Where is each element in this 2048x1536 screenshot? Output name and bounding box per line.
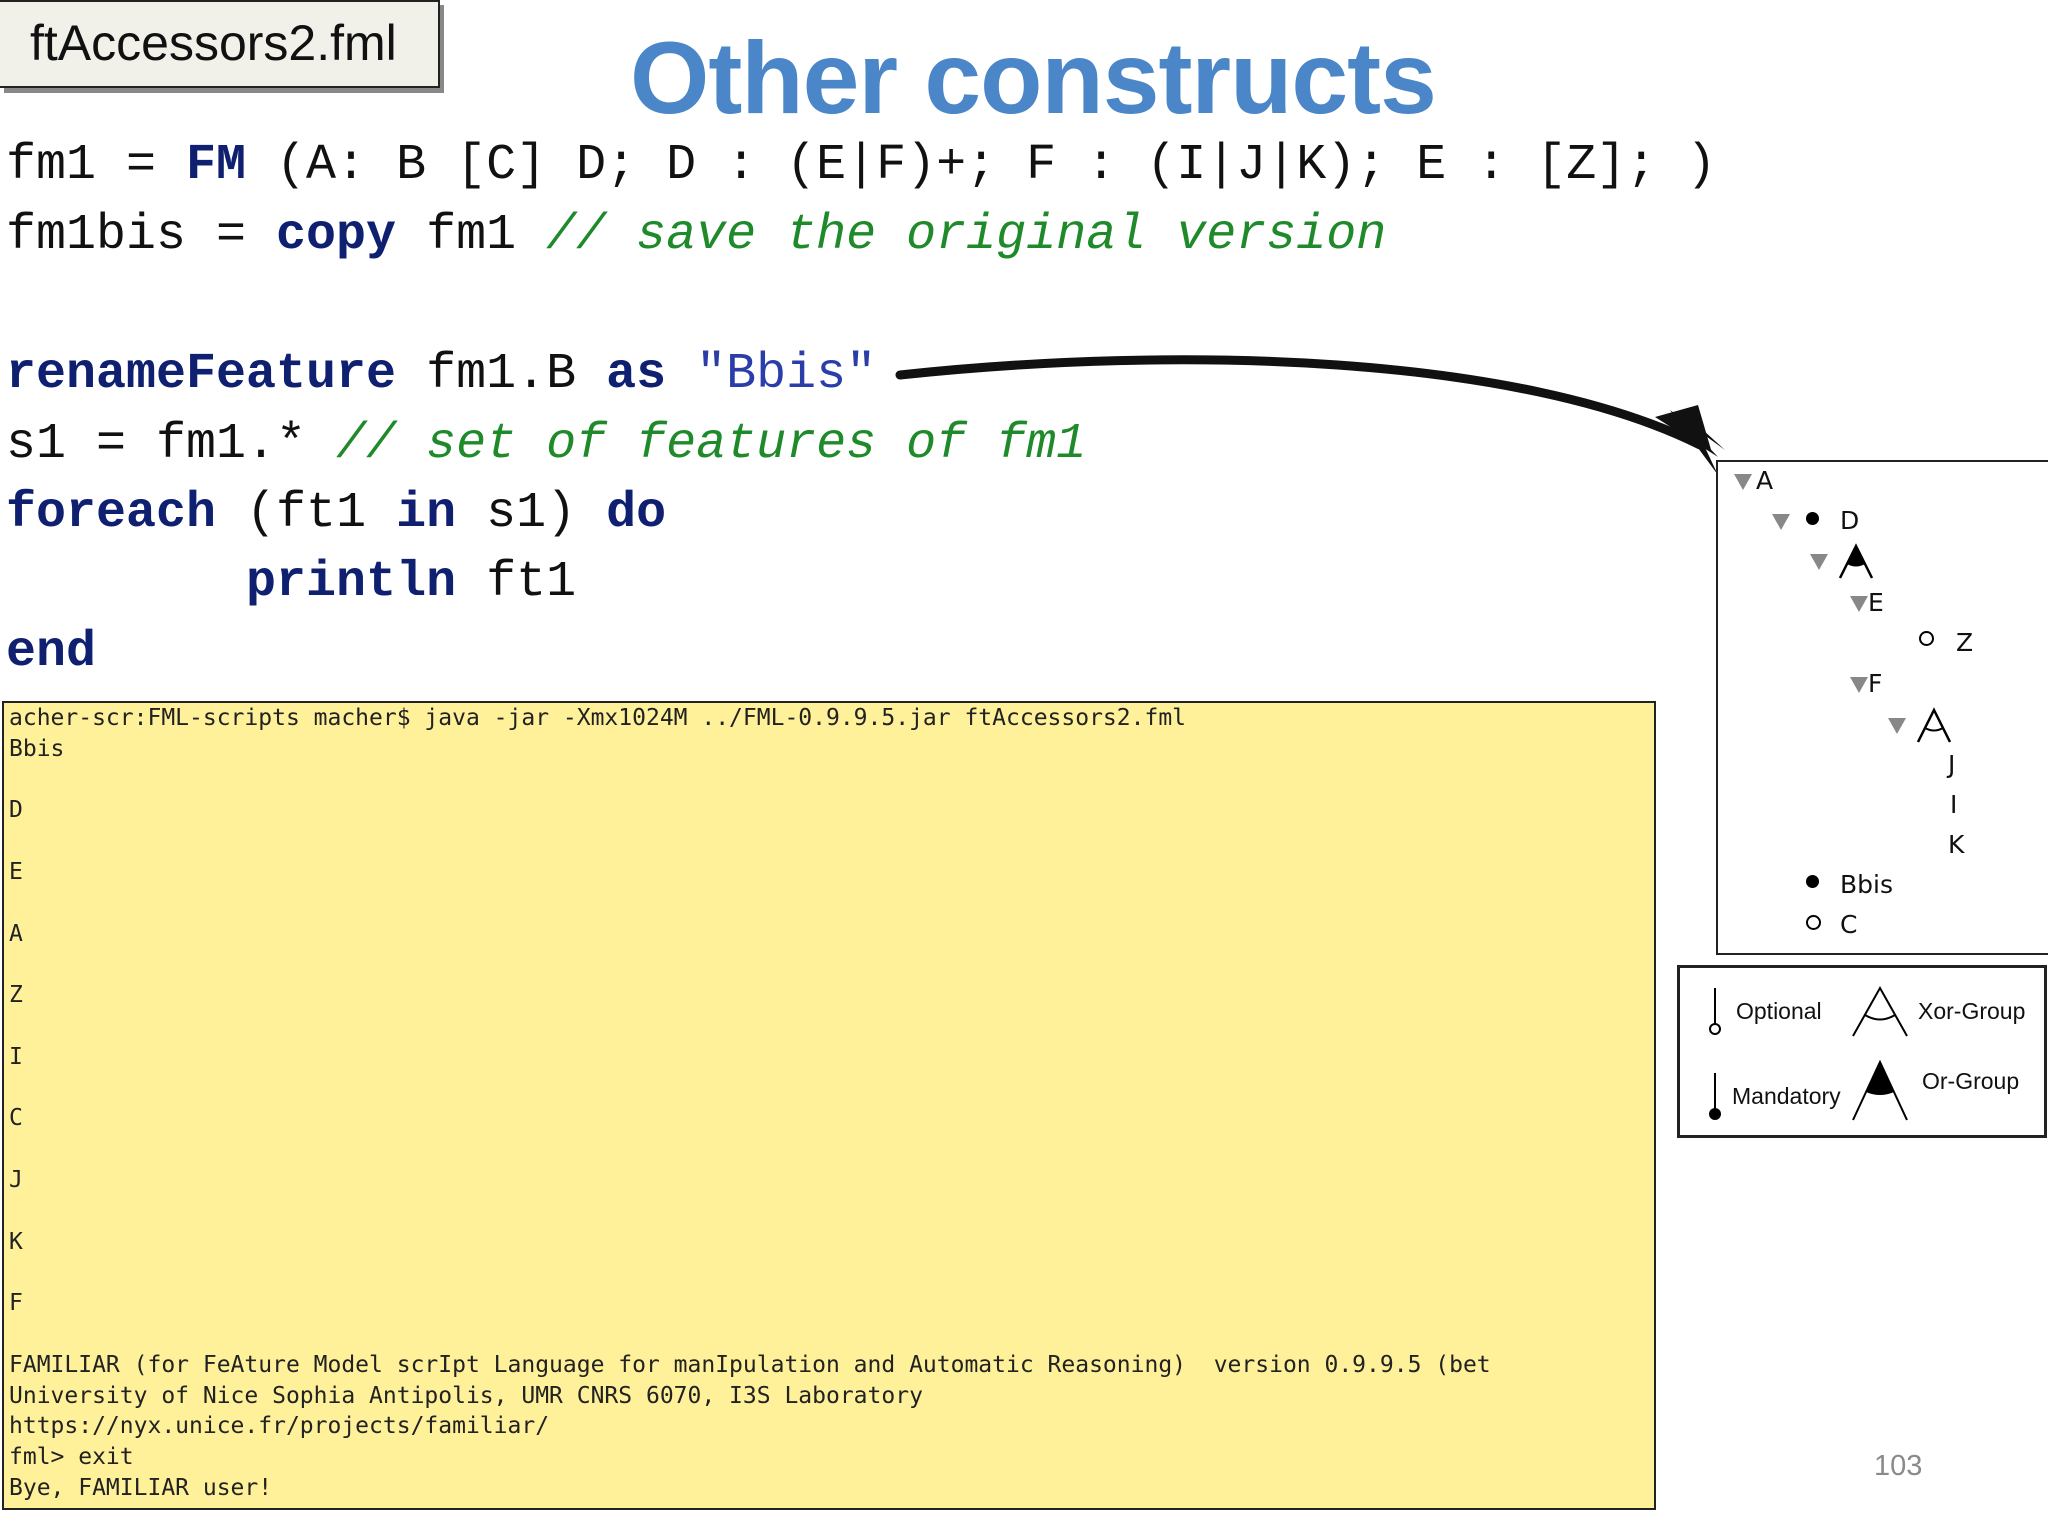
terminal-line: Bye, FAMILIAR user!	[9, 1475, 273, 1501]
code-keyword: as	[606, 346, 667, 403]
code-text: s1 = fm1.*	[6, 416, 337, 473]
code-keyword: println	[246, 554, 457, 611]
code-keyword: in	[396, 485, 457, 542]
code-text: s1)	[456, 485, 607, 542]
slide-title: Other constructs	[630, 21, 1437, 135]
code-keyword: FM	[186, 137, 247, 194]
optional-icon	[1919, 631, 1934, 646]
code-text: (ft1	[216, 485, 397, 542]
code-keyword: renameFeature	[6, 346, 397, 403]
code-text	[666, 346, 696, 403]
tree-node-a[interactable]: A	[1756, 466, 1774, 495]
or-group-legend-icon	[1852, 1059, 1908, 1121]
terminal-line: C	[9, 1105, 23, 1132]
tree-node-d[interactable]: D	[1840, 506, 1860, 535]
expand-triangle-icon[interactable]	[1888, 718, 1906, 734]
tree-node-i[interactable]: I	[1950, 790, 1958, 819]
code-line-5: foreach (ft1 in s1) do	[6, 484, 666, 544]
or-group-icon	[1838, 543, 1874, 579]
code-line-4: s1 = fm1.* // set of features of fm1	[6, 415, 1086, 475]
expand-triangle-icon[interactable]	[1810, 554, 1828, 570]
code-text: fm1.B	[396, 346, 607, 403]
code-line-2: fm1bis = copy fm1 // save the original v…	[6, 206, 1386, 266]
code-keyword: copy	[276, 207, 397, 264]
tree-node-k[interactable]: K	[1948, 830, 1965, 859]
legend-or-group-label: Or-Group	[1922, 1068, 2020, 1094]
code-comment: // save the original version	[546, 207, 1387, 264]
code-text: ft1	[456, 554, 577, 611]
tree-node-c[interactable]: C	[1840, 910, 1858, 939]
expand-triangle-icon[interactable]	[1850, 677, 1868, 693]
terminal-line: University of Nice Sophia Antipolis, UMR…	[9, 1382, 923, 1409]
terminal-output: acher-scr:FML-scripts macher$ java -jar …	[2, 701, 1656, 1510]
code-line-7: end	[6, 623, 96, 683]
terminal-line: K	[9, 1228, 23, 1255]
code-keyword: do	[606, 485, 667, 542]
legend-xor-group-label: Xor-Group	[1918, 998, 2026, 1024]
code-line-3: renameFeature fm1.B as "Bbis"	[6, 345, 876, 405]
terminal-line: Z	[9, 982, 23, 1009]
tree-node-bbis[interactable]: Bbis	[1840, 870, 1893, 899]
terminal-line: I	[9, 1043, 23, 1070]
code-keyword: foreach	[6, 485, 217, 542]
terminal-line: A	[9, 920, 23, 947]
legend-mandatory-label: Mandatory	[1732, 1083, 1841, 1109]
expand-triangle-icon[interactable]	[1734, 474, 1752, 490]
code-line-6: println ft1	[6, 553, 576, 613]
tree-node-f[interactable]: F	[1868, 669, 1883, 698]
terminal-line: https://nyx.unice.fr/projects/familiar/	[9, 1413, 550, 1440]
mandatory-icon	[1806, 875, 1819, 888]
tree-node-e[interactable]: E	[1868, 588, 1884, 617]
mandatory-legend-icon	[1709, 1073, 1721, 1120]
code-text: fm1bis =	[6, 207, 277, 264]
code-keyword: end	[6, 624, 97, 681]
code-text: fm1	[396, 207, 547, 264]
file-name-label: ftAccessors2.fml	[30, 15, 397, 71]
legend-box: Optional Xor-Group Mandatory Or-Group	[1677, 965, 2047, 1138]
file-name-tab: ftAccessors2.fml	[0, 0, 440, 88]
arrow-icon	[895, 355, 1725, 475]
optional-legend-icon	[1709, 988, 1721, 1035]
terminal-line: Bbis	[9, 735, 65, 762]
tree-node-j[interactable]: J	[1948, 750, 1956, 779]
legend-optional-label: Optional	[1736, 998, 1822, 1024]
code-line-1: fm1 = FM (A: B [C] D; D : (E|F)+; F : (I…	[6, 136, 1716, 196]
terminal-line: J	[9, 1167, 23, 1193]
code-string: "Bbis"	[696, 346, 877, 403]
xor-group-legend-icon	[1852, 985, 1908, 1037]
page-number: 103	[1874, 1450, 1923, 1482]
mandatory-icon	[1806, 512, 1819, 525]
code-indent	[6, 554, 246, 611]
optional-icon	[1806, 915, 1821, 930]
expand-triangle-icon[interactable]	[1850, 596, 1868, 612]
code-text: fm1 =	[6, 137, 187, 194]
terminal-line: D	[9, 797, 23, 824]
terminal-line: F	[9, 1290, 23, 1317]
expand-triangle-icon[interactable]	[1772, 514, 1790, 530]
terminal-line: acher-scr:FML-scripts macher$ java -jar …	[9, 705, 1187, 731]
xor-group-icon	[1916, 707, 1952, 743]
terminal-line: fml> exit	[9, 1444, 134, 1471]
tree-node-z[interactable]: Z	[1956, 628, 1974, 657]
terminal-line: FAMILIAR (for FeAture Model scrIpt Langu…	[9, 1351, 1491, 1378]
code-text: (A: B [C] D; D : (E|F)+; F : (I|J|K); E …	[246, 137, 1717, 194]
feature-model-tree: A D E Z F J I K Bbis C	[1716, 460, 2048, 955]
code-comment: // set of features of fm1	[336, 416, 1087, 473]
terminal-line: E	[9, 859, 23, 885]
